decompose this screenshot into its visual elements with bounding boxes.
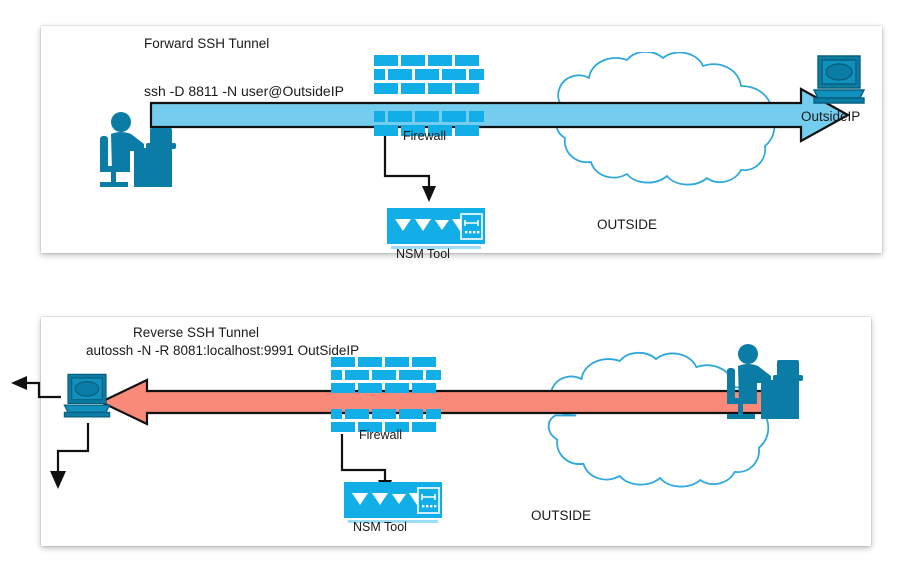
forward-ssh-command: ssh -D 8811 -N user@OutsideIP <box>144 83 344 99</box>
computer-icon <box>58 369 116 425</box>
computer-egress-arrow-down <box>38 423 108 493</box>
firewall-brick-icon <box>374 55 484 147</box>
computer-egress-arrow-left <box>9 373 69 407</box>
reverse-tunnel-arrow <box>98 378 799 426</box>
nsm-tool-appliance-icon <box>387 208 485 254</box>
reverse-tunnel-heading: Reverse SSH Tunnel <box>133 325 260 340</box>
reverse-outside-label: OUTSIDE <box>531 508 592 523</box>
forward-outside-label: OUTSIDE <box>597 217 658 232</box>
forward-tunnel-heading: Forward SSH Tunnel <box>144 36 270 51</box>
forward-tunnel-arrow <box>149 87 851 143</box>
reverse-ssh-tunnel-panel: Reverse SSH Tunnel autossh -N -R 8081:lo… <box>11 317 871 546</box>
computer-icon <box>808 50 870 112</box>
forward-firewall-label: Firewall <box>403 129 447 143</box>
forward-nsm-label: NSM Tool <box>396 247 450 261</box>
reverse-autossh-command: autossh -N -R 8081:localhost:9991 OutSid… <box>86 343 360 358</box>
nsm-tool-appliance-icon <box>344 482 442 528</box>
forward-ssh-tunnel-panel: Forward SSH Tunnel ssh -D 8811 -N user@O… <box>41 26 882 260</box>
cloud-icon <box>517 330 779 512</box>
firewall-brick-icon <box>331 357 441 439</box>
person-at-desk-icon <box>721 342 809 420</box>
forward-endpoint-label: OutsideIP <box>801 109 861 124</box>
reverse-nsm-label: NSM Tool <box>353 520 407 534</box>
reverse-firewall-label: Firewall <box>359 428 403 442</box>
person-at-desk-icon <box>94 110 182 188</box>
firewall-to-nsm-connector <box>383 136 463 206</box>
